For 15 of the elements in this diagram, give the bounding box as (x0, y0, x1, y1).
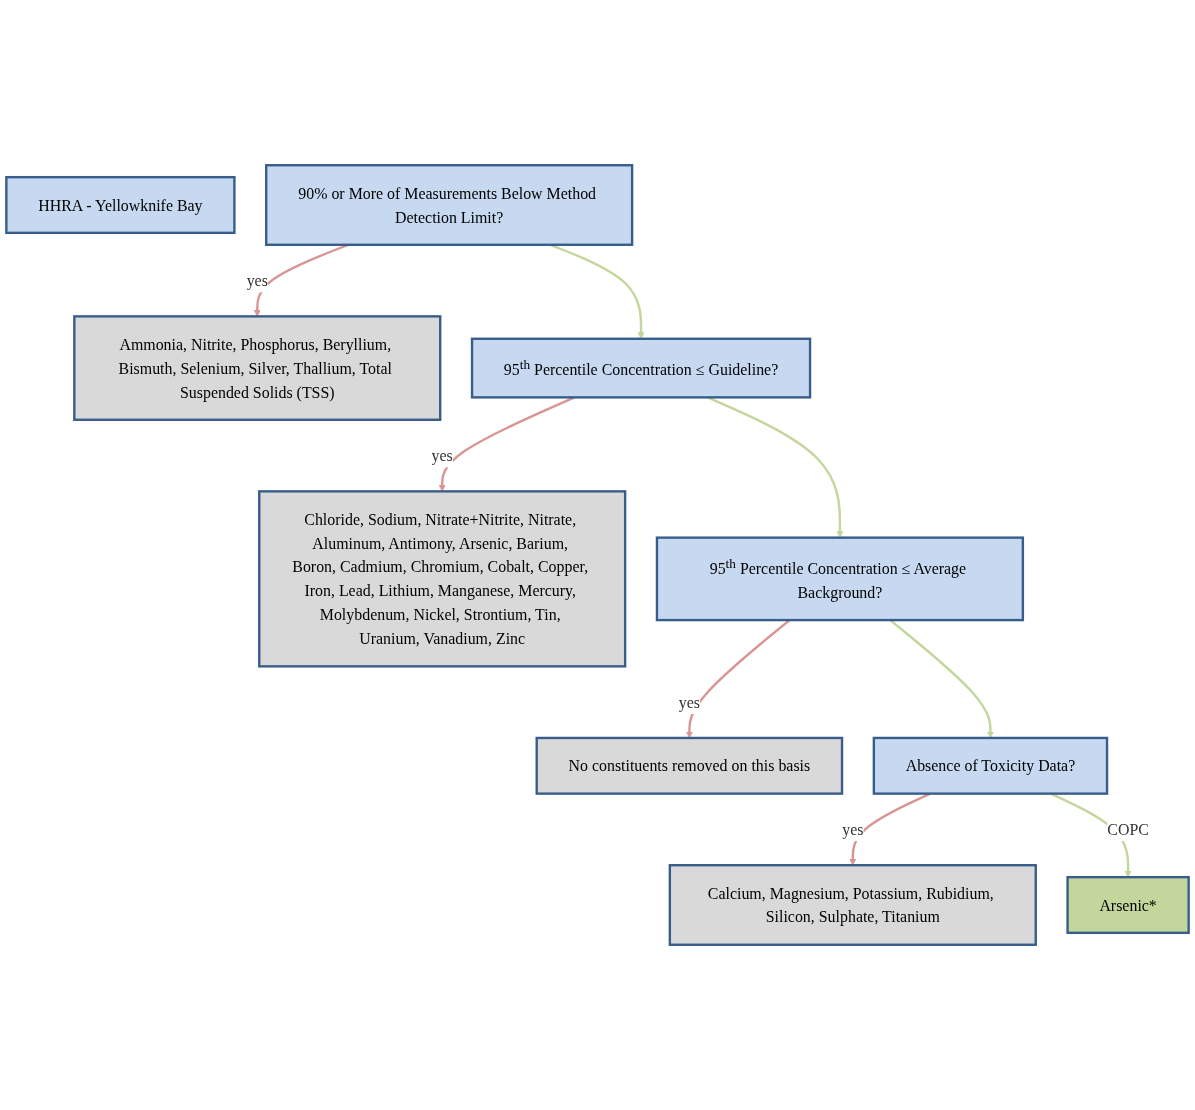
node-box: HHRA - Yellowknife Bay (5, 175, 236, 235)
node-box: No constituents removed on this basis (535, 736, 844, 795)
edge-label: yes (431, 446, 453, 465)
node-box: Arsenic* (1066, 875, 1190, 935)
node-box: Calcium, Magnesium, Potassium, Rubidium, Silicon, Sulphate, Titanium (668, 864, 1037, 946)
node-box: Chloride, Sodium, Nitrate+Nitrite, Nitrate, Aluminum, Antimony, Arsenic, Barium, Boron, Cadmium, Chromium, Cobalt, Copper, Iron, Lead, Lithium, Manganese, Mercury, Molybdenum, Nickel, Strontium, Tin, Uranium, Vanadium, Zinc (258, 490, 627, 668)
edge-label: yes (678, 693, 700, 711)
edge-label: COPC (1107, 820, 1149, 839)
node-box: 95$^{th}$ Percentile Concentration ≤ Average Background? (655, 536, 1025, 622)
node-box: 95$^{th}$ Percentile Concentration ≤ Guideline? (470, 337, 812, 399)
node-box: 90% or More of Measurements Below Method Detection Limit? (265, 164, 634, 246)
node-box: Absence of Toxicity Data? (872, 736, 1109, 795)
node-box: Ammonia, Nitrite, Phosphorus, Beryllium, Bismuth, Selenium, Silver, Thallium, Total Suspended Solids (TSS) (73, 315, 442, 421)
edge-label: yes (842, 820, 864, 839)
edge-label: yes (246, 271, 268, 290)
